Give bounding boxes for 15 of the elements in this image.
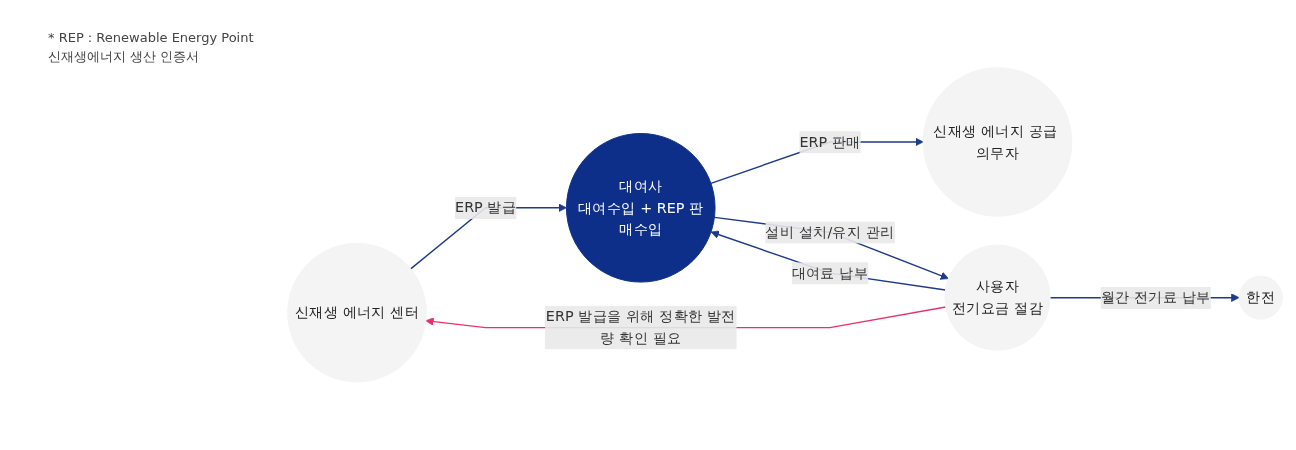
node-circle: 한전 — [1238, 275, 1283, 320]
node-circle: 신재생 에너지 공급 의무자 — [922, 67, 1073, 217]
node-circle: 사용자 전기요금 절감 — [944, 244, 1051, 351]
note-text: 신재생에너지 생산 인증서 — [48, 48, 201, 66]
node-circle: 대여사 대여수입 + REP 판매수입 — [566, 133, 716, 283]
edge-label: ERP 발급을 위해 정확한 발전량 확인 필요 — [545, 308, 736, 347]
node-circle: 신재생 에너지 센터 — [287, 243, 427, 383]
arrow — [710, 230, 947, 291]
note-text: * REP : Renewable Energy Point — [48, 29, 254, 47]
edge-label: 월간 전기료 납부 — [1100, 288, 1211, 307]
edge-label: 설비 설치/유지 관리 — [765, 223, 895, 241]
edge-label: ERP 판매 — [799, 133, 861, 151]
arrow — [713, 216, 949, 280]
edge-label: 대여료 납부 — [791, 264, 869, 282]
edge-label: ERP 발급 — [455, 199, 517, 217]
